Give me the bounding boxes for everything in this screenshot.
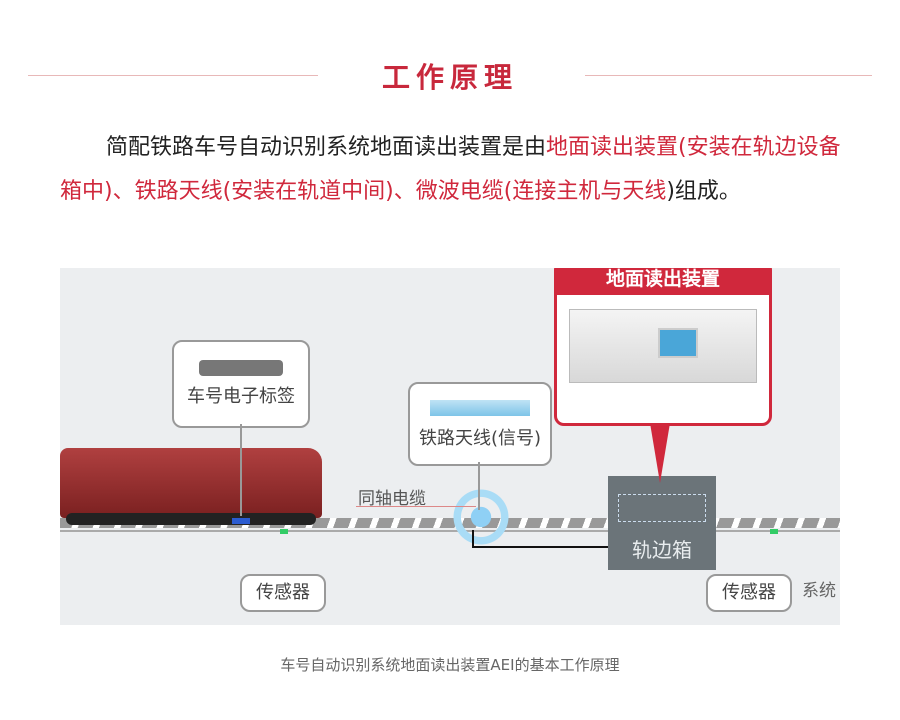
sensor-left-dot: [280, 529, 288, 534]
paragraph-highlight: 地面读出装置(安装在轨边设备箱中)、铁路天线(安装在轨道中间)、微波电缆(连接主…: [60, 135, 841, 204]
paragraph-intro: 简配铁路车号自动识别系统地面读出装置是由: [106, 135, 547, 160]
locomotive-wheels: [66, 513, 316, 525]
electronic-tag-on-train: [232, 518, 250, 524]
trackside-box-label: 轨边箱: [632, 538, 692, 562]
cable-label-underline: [356, 506, 476, 507]
sensor-right-dot: [770, 529, 778, 534]
antenna-signal-waves: [446, 482, 516, 552]
antenna-icon: [430, 400, 530, 416]
description-paragraph: 简配铁路车号自动识别系统地面读出装置是由地面读出装置(安装在轨边设备箱中)、铁路…: [60, 126, 850, 214]
tag-pointer: [240, 424, 242, 516]
tag-callout: 车号电子标签: [172, 340, 310, 428]
title-divider-left: [28, 75, 318, 76]
coaxial-cable-label: 同轴电缆: [358, 489, 426, 509]
trackside-box: 轨边箱: [608, 476, 716, 570]
electronic-tag-icon: [199, 360, 283, 376]
reader-title: 地面读出装置: [557, 268, 769, 295]
title-divider-right: [585, 75, 872, 76]
antenna-label: 铁路天线(信号): [418, 428, 542, 449]
reader-pointer: [650, 423, 670, 483]
reader-in-box: [618, 494, 706, 522]
sensor-right-callout: 传感器: [706, 574, 792, 612]
reader-screen: [658, 328, 698, 358]
reader-callout: 地面读出装置: [554, 268, 772, 426]
sensor-right-label: 传感器: [722, 582, 776, 603]
section-title: 工作原理: [381, 61, 518, 94]
diagram-caption: 车号自动识别系统地面读出装置AEI的基本工作原理: [280, 656, 620, 674]
sensor-left-label: 传感器: [256, 582, 310, 603]
tag-label: 车号电子标签: [187, 386, 295, 407]
system-label: 系统: [802, 581, 836, 601]
working-principle-diagram: 车号电子标签 铁路天线(信号) 同轴电缆 轨边箱 地面读出装置 传感器 传感器 …: [60, 268, 840, 625]
coaxial-cable: [472, 530, 610, 548]
antenna-callout: 铁路天线(信号): [408, 382, 552, 466]
sensor-left-callout: 传感器: [240, 574, 326, 612]
antenna-pointer: [478, 462, 480, 510]
locomotive: [60, 448, 322, 518]
paragraph-end: )组成。: [666, 179, 741, 204]
reader-device-icon: [569, 309, 757, 383]
